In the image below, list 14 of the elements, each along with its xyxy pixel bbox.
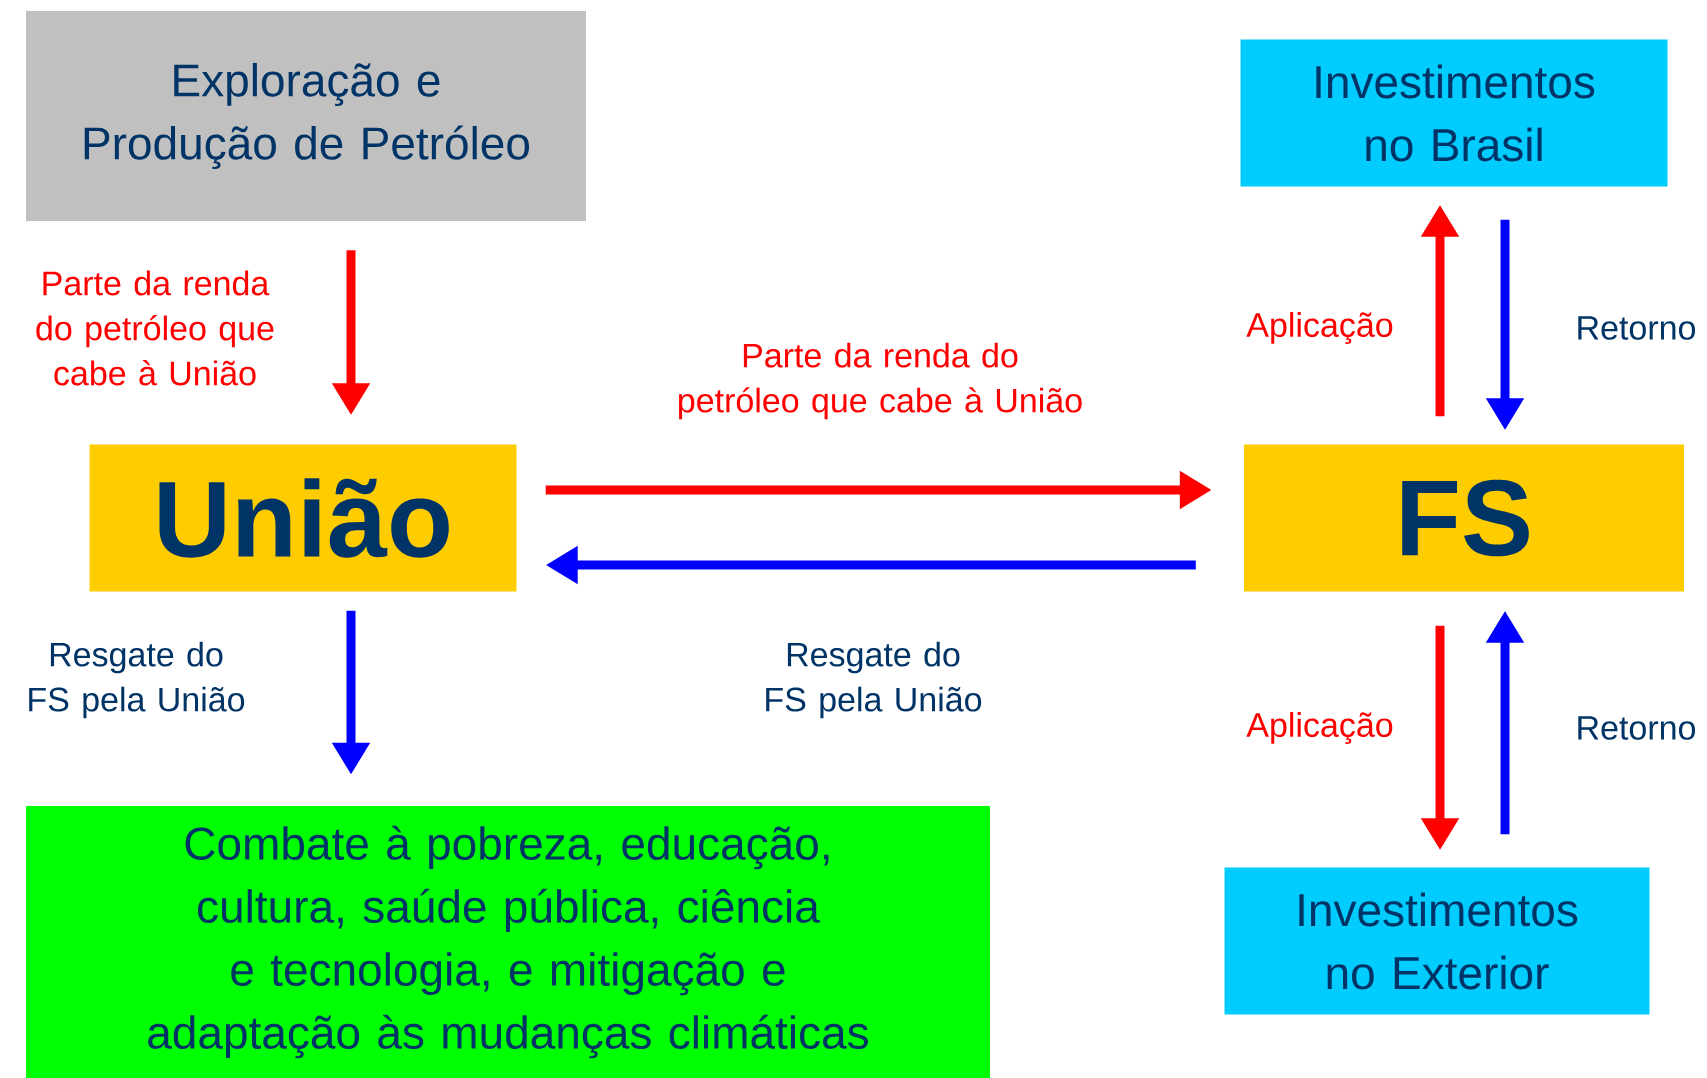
process-box: FS [1244, 444, 1684, 592]
process-box: Investimentos no Exterior [1224, 867, 1650, 1015]
edge-label: Retorno [1578, 716, 1696, 740]
edge-label: Resgate do FS pela União [29, 641, 245, 719]
edge-label: Aplicação [1246, 312, 1393, 344]
process-box: Exploração e Produção de Petróleo [26, 11, 586, 221]
edge-label: Resgate do FS pela União [766, 641, 982, 719]
edge-label: Aplicação [1246, 712, 1393, 744]
process-box: União [89, 444, 517, 592]
edge-label: Parte da renda do petróleo que cabe à União [679, 342, 1082, 420]
edge-label: Retorno [1578, 316, 1696, 340]
process-box: Investimentos no Brasil [1240, 39, 1668, 187]
process-box: Combate à pobreza, educação, cultura, saúde pública, ciência e tecnologia, e mitigação e adaptação às mudanças climáticas [26, 806, 990, 1078]
edge-label: Parte da renda do petróleo que cabe à União [36, 270, 274, 386]
